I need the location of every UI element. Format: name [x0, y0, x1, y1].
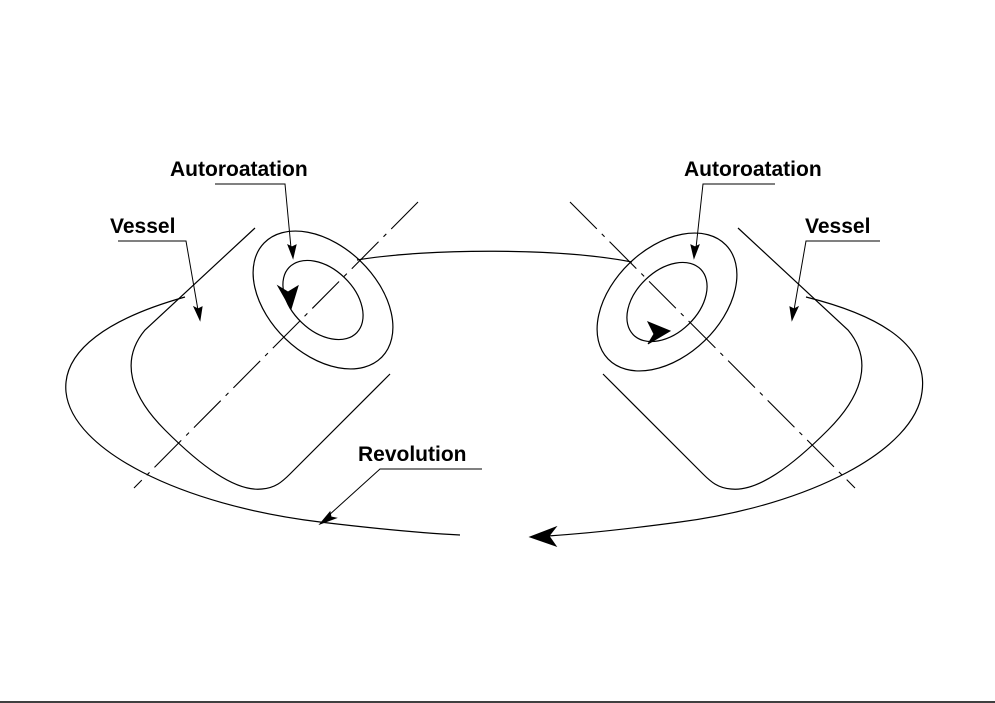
autorotation-left-leader-arrow	[287, 243, 297, 260]
orbit-arc-right	[547, 296, 924, 537]
label-group-revolution: Revolution	[318, 443, 482, 526]
revolution-leader-arrow	[318, 510, 338, 526]
orbit-arc-left	[65, 296, 461, 536]
autorotation-left-arrowhead	[276, 284, 299, 311]
vessel-right-label: Vessel	[805, 215, 870, 238]
vessel-right-face-outer	[596, 232, 738, 372]
vessel-right	[569, 201, 863, 490]
autorotation-right-leader-arrow	[690, 243, 700, 260]
revolution-label: Revolution	[358, 443, 467, 466]
label-group-vessel-left: Vessel	[110, 215, 203, 322]
label-group-vessel-right: Vessel	[789, 215, 880, 322]
vessel-left-axis	[133, 201, 419, 489]
autorotation-left-label: Autoroatation	[170, 158, 308, 181]
revolution-arrowhead	[528, 525, 558, 547]
autorotation-right-leader	[695, 183, 775, 249]
vessel-left-face-inner	[282, 259, 364, 341]
vessel-right-axis	[569, 201, 856, 489]
autorotation-left-leader	[215, 183, 292, 249]
vessel-left-leader-arrow	[192, 305, 203, 322]
vessel-left-leader	[118, 240, 199, 311]
vessel-left-face-outer	[252, 230, 394, 370]
vessel-right-leader	[793, 240, 880, 311]
label-group-autorotation-right: Autoroatation	[684, 158, 822, 260]
vessel-right-leader-arrow	[789, 305, 800, 322]
vessel-left	[130, 201, 419, 490]
vessel-right-body	[602, 227, 863, 490]
autorotation-right-arrowhead	[646, 321, 672, 345]
autorotation-right-label: Autoroatation	[684, 158, 822, 181]
label-group-autorotation-left: Autoroatation	[170, 158, 308, 260]
vessel-right-face-inner	[626, 261, 708, 343]
orbit-arc-top	[356, 250, 633, 263]
revolution-orbit	[65, 250, 924, 547]
vessel-left-body	[130, 227, 391, 490]
revolution-leader	[327, 468, 482, 517]
vessel-left-label: Vessel	[110, 215, 175, 238]
